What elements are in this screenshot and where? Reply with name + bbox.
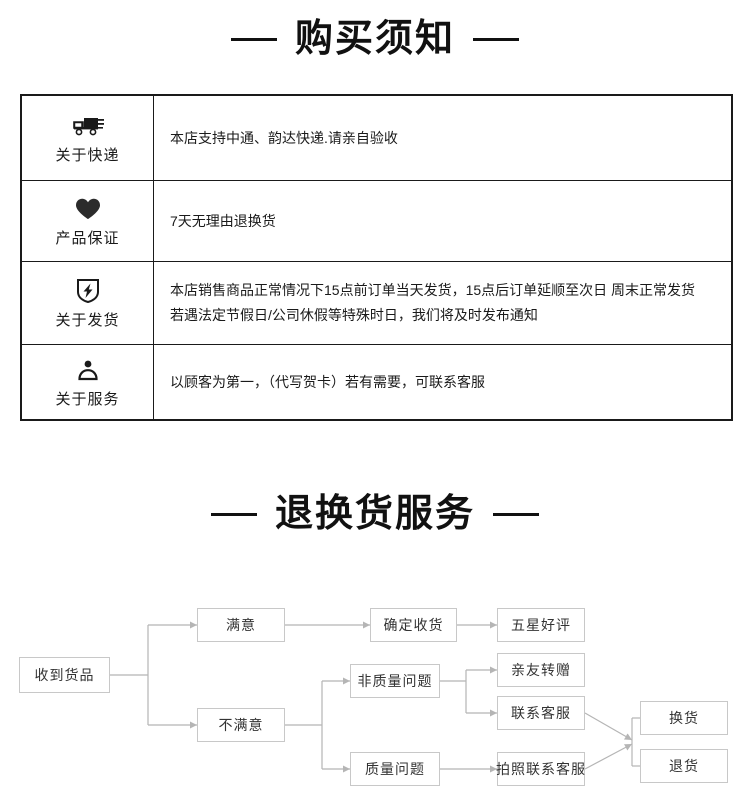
notice-text-cell-guarantee: 7天无理由退换货 xyxy=(154,181,731,261)
table-row: 关于服务 以顾客为第一，（代写贺卡）若有需要，可联系客服 xyxy=(22,345,731,419)
notice-icon-label: 关于服务 xyxy=(55,390,120,408)
flow-node-satisfied[interactable]: 满意 xyxy=(197,608,285,642)
delivery-truck-icon xyxy=(71,112,105,140)
notice-text-line: 本店支持中通、韵达快递.请亲自验收 xyxy=(170,129,398,146)
flow-node-confirm-receipt[interactable]: 确定收货 xyxy=(370,608,457,642)
flowchart-connectors xyxy=(110,621,640,773)
table-row: 产品保证 7天无理由退换货 xyxy=(22,181,731,262)
return-service-flowchart: 收到货品 满意 不满意 确定收货 五星好评 非质量问题 质量问题 亲友转赠 联系… xyxy=(0,560,750,809)
flow-node-contact-service[interactable]: 联系客服 xyxy=(497,696,585,730)
buy-notice-title: 购买须知 xyxy=(0,20,750,58)
notice-text-line: 7天无理由退换货 xyxy=(170,212,276,229)
page-title-2: 退换货服务 xyxy=(274,493,475,535)
shield-lightning-icon xyxy=(76,277,100,305)
title-rule-right xyxy=(493,512,539,516)
notice-icon-cell-service: 关于服务 xyxy=(22,345,154,419)
notice-text-cell-express: 本店支持中通、韵达快递.请亲自验收 xyxy=(154,96,731,180)
flow-node-non-quality-issue[interactable]: 非质量问题 xyxy=(350,664,440,698)
notice-icon-cell-guarantee: 产品保证 xyxy=(22,181,154,261)
buy-notice-table: 关于快递 本店支持中通、韵达快递.请亲自验收 产品保证 7天无理由退换货 xyxy=(20,94,733,421)
return-service-title: 退换货服务 xyxy=(0,495,750,533)
flow-node-five-star[interactable]: 五星好评 xyxy=(497,608,585,642)
notice-text-line: 若遇法定节假日/公司休假等特殊时日，我们将及时发布通知 xyxy=(170,307,538,323)
notice-text-line: 以顾客为第一，（代写贺卡）若有需要，可联系客服 xyxy=(170,373,485,390)
notice-icon-label: 产品保证 xyxy=(55,229,120,247)
notice-icon-cell-express: 关于快递 xyxy=(22,96,154,180)
flow-node-exchange[interactable]: 换货 xyxy=(640,701,728,735)
flow-node-quality-issue[interactable]: 质量问题 xyxy=(350,752,440,786)
notice-text-cell-shipping: 本店销售商品正常情况下15点前订单当天发货，15点后订单延顺至次日 周末正常发货… xyxy=(154,262,731,344)
notice-text-cell-service: 以顾客为第一，（代写贺卡）若有需要，可联系客服 xyxy=(154,345,731,419)
table-row: 关于快递 本店支持中通、韵达快递.请亲自验收 xyxy=(22,96,731,181)
title-rule-left xyxy=(210,512,257,516)
flow-node-gift-to-friend[interactable]: 亲友转赠 xyxy=(497,653,585,687)
notice-icon-cell-shipping: 关于发货 xyxy=(22,262,154,344)
notice-text-line: 本店销售商品正常情况下15点前订单当天发货，15点后订单延顺至次日 周末正常发货 xyxy=(170,282,696,298)
notice-icon-label: 关于发货 xyxy=(55,311,120,329)
person-icon xyxy=(76,356,100,384)
flow-node-refund[interactable]: 退货 xyxy=(640,749,728,783)
flow-node-photo-contact-service[interactable]: 拍照联系客服 xyxy=(496,752,585,786)
title-rule-left xyxy=(230,37,277,41)
flow-node-received[interactable]: 收到货品 xyxy=(19,657,110,693)
table-row: 关于发货 本店销售商品正常情况下15点前订单当天发货，15点后订单延顺至次日 周… xyxy=(22,262,731,345)
title-rule-right xyxy=(473,37,519,41)
heart-icon xyxy=(74,195,102,223)
page-title: 购买须知 xyxy=(294,18,455,60)
flow-node-unsatisfied[interactable]: 不满意 xyxy=(197,708,285,742)
notice-icon-label: 关于快递 xyxy=(55,146,120,164)
